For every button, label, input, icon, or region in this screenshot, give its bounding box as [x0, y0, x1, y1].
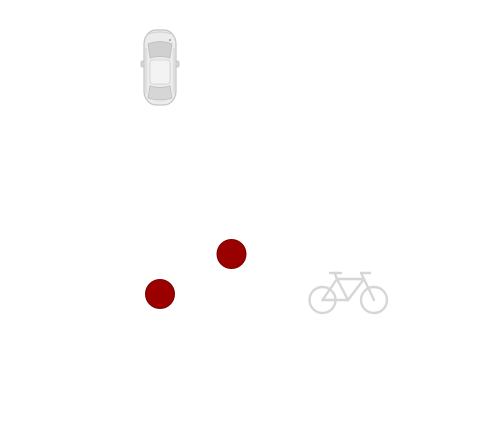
bicycle-icon[interactable] — [308, 271, 389, 315]
red-dot-icon[interactable] — [145, 279, 175, 309]
red-dot-icon[interactable] — [216, 239, 247, 269]
car-top-view-icon[interactable] — [140, 29, 180, 106]
